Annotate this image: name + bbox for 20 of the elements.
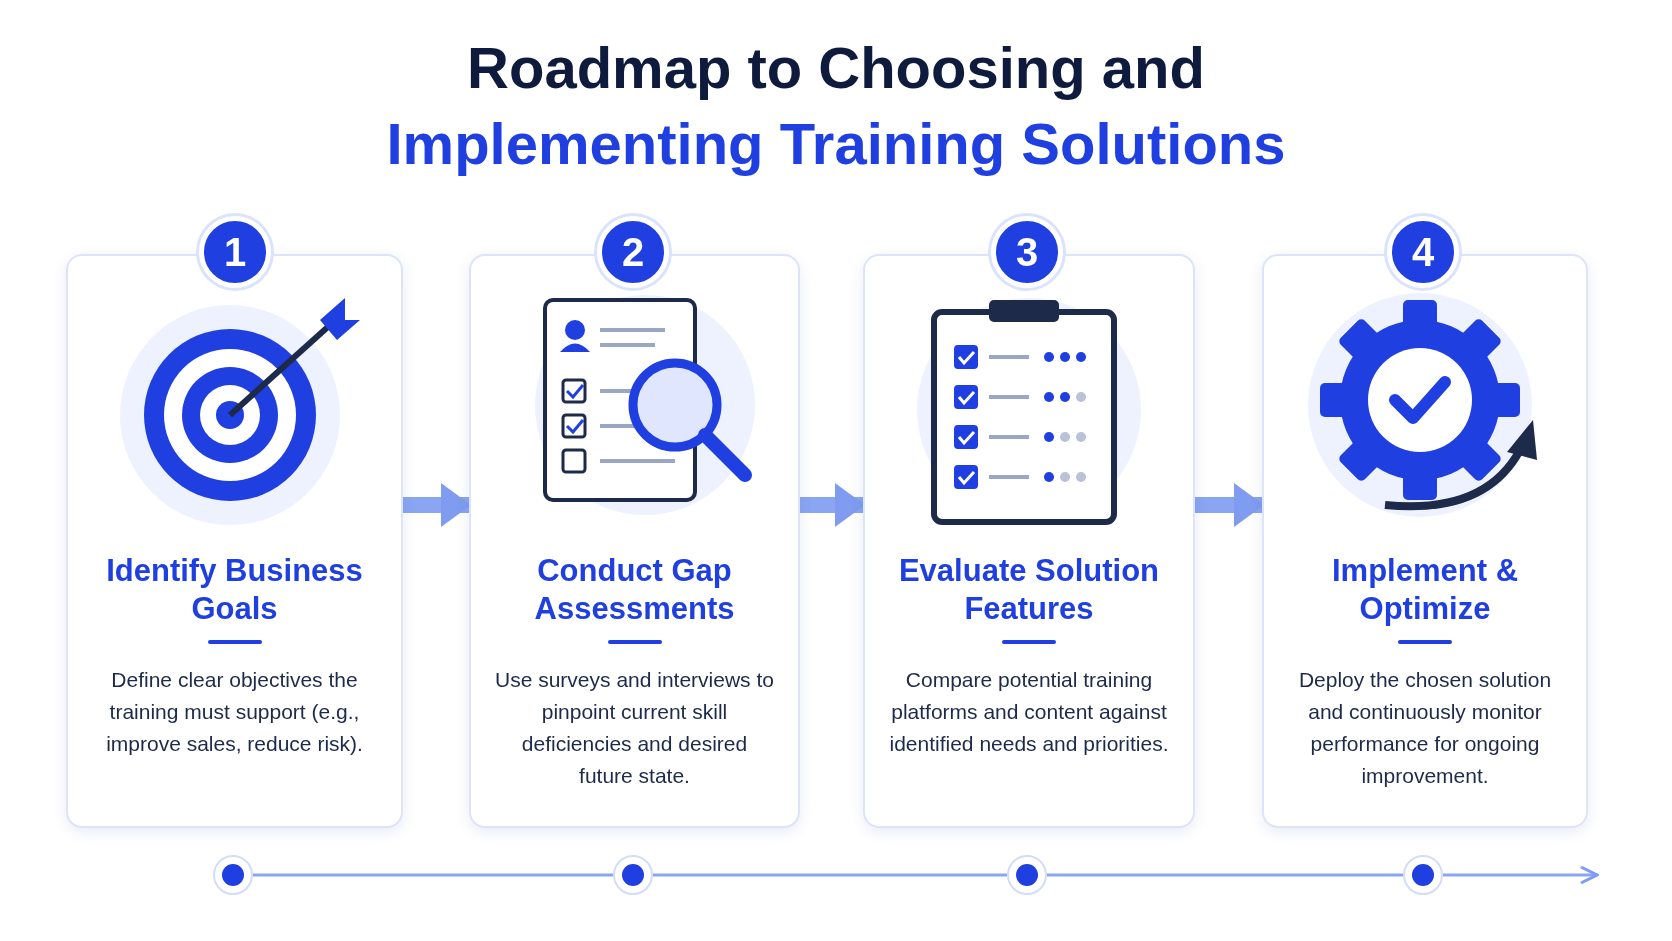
block-arrow	[403, 483, 471, 527]
step-number-badge: 2	[597, 216, 669, 288]
step-heading: Evaluate Solution Features	[897, 552, 1161, 628]
timeline-line	[253, 873, 613, 877]
timeline-line	[1443, 865, 1599, 885]
timeline-line	[1047, 873, 1403, 877]
step-number-badge: 4	[1387, 216, 1459, 288]
timeline-line	[653, 873, 1007, 877]
step-heading: Conduct Gap Assessments	[533, 552, 736, 628]
step-number-badge: 1	[199, 216, 271, 288]
step-description: Compare potential training platforms and content against identified needs and priorities.	[888, 667, 1170, 757]
block-arrow	[800, 483, 865, 527]
step-number-badge: 3	[991, 216, 1063, 288]
step-description: Use surveys and interviews to pinpoint current skill deficiencies and desired future state.	[494, 667, 775, 789]
step-description: Deploy the chosen solution and continuously monitor performance for ongoing improvement.	[1297, 667, 1553, 789]
block-arrow	[1195, 483, 1264, 527]
step-heading: Identify Business Goals	[105, 552, 364, 628]
step-description: Define clear objectives the training must support (e.g., improve sales, reduce risk).	[105, 667, 364, 757]
step-heading: Implement & Optimize	[1331, 552, 1519, 628]
title: Roadmap to Choosing and Implementing Training Solutions	[385, 34, 1287, 178]
